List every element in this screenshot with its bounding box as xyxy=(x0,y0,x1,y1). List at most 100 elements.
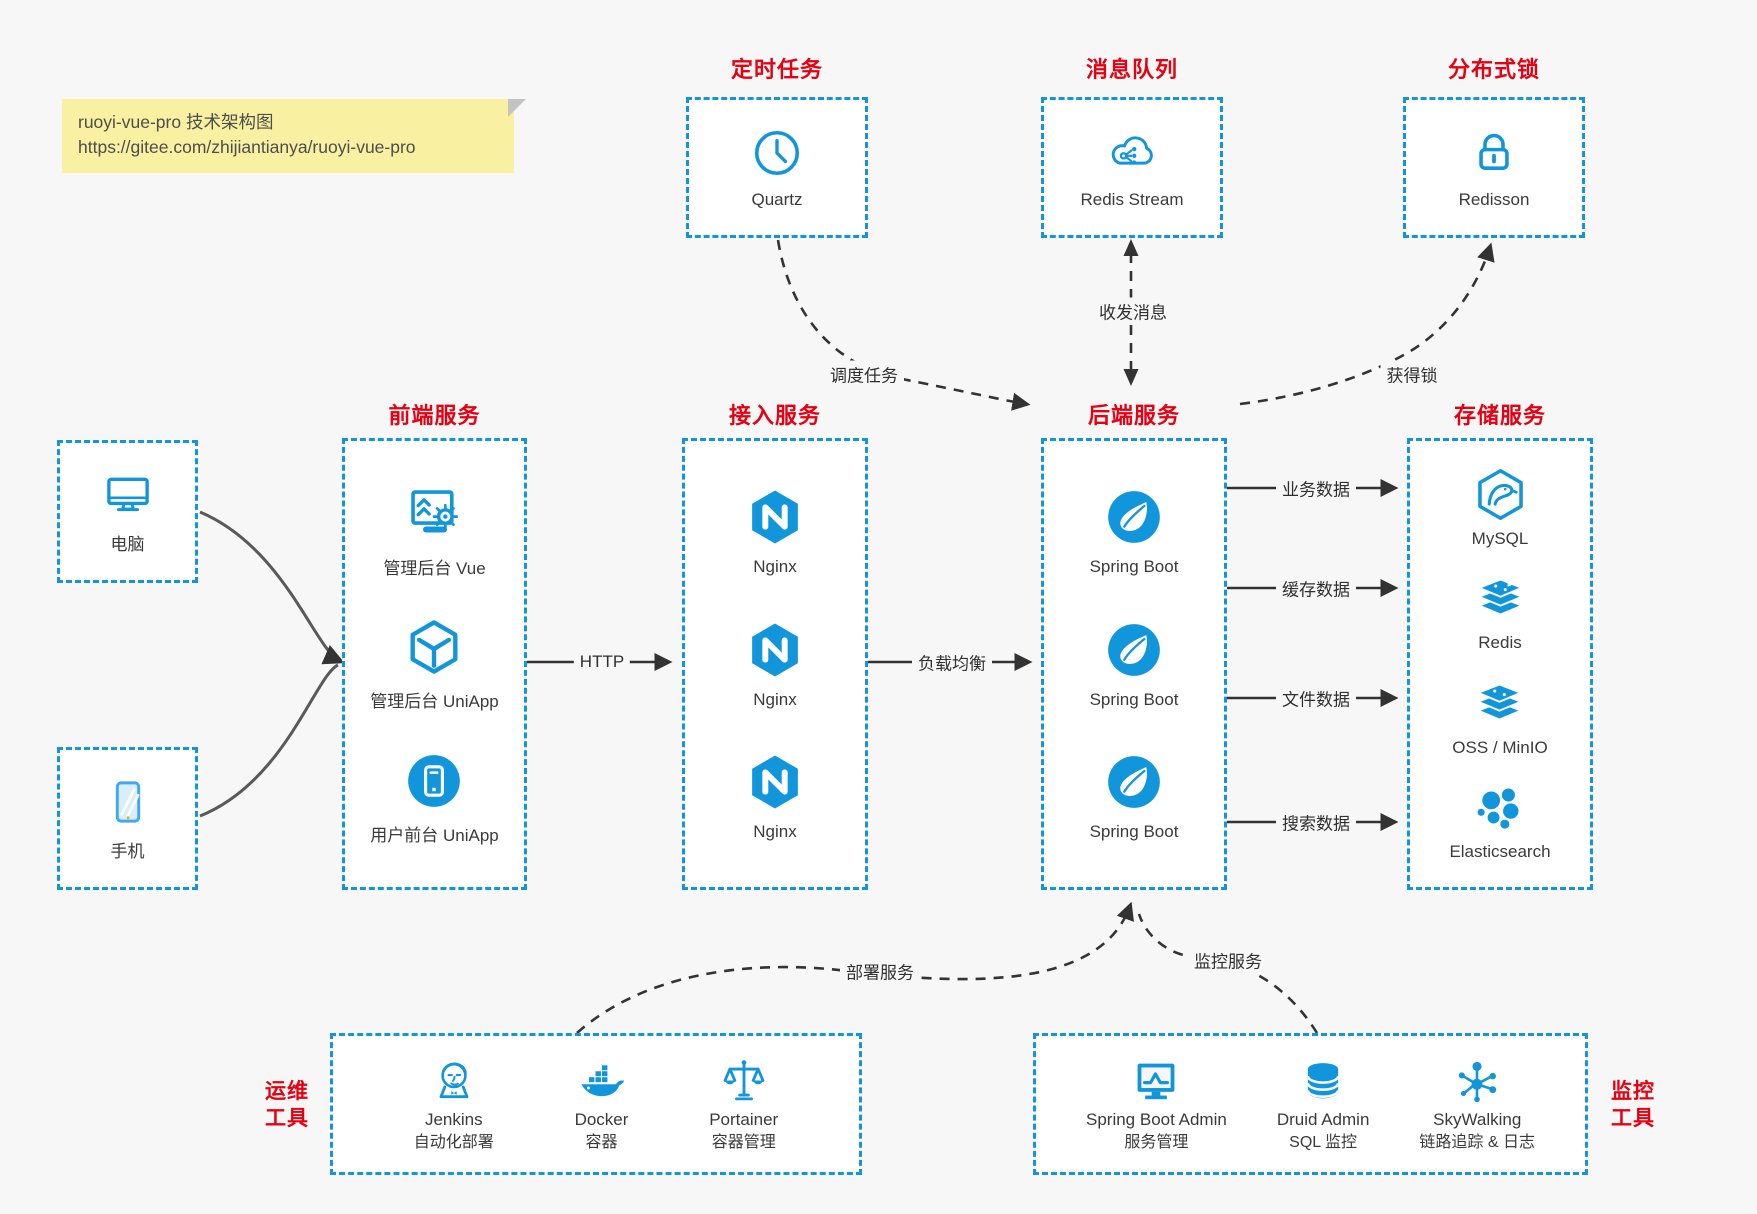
tool-desc: SQL 监控 xyxy=(1289,1133,1358,1151)
tool-name: Spring Boot Admin xyxy=(1086,1109,1227,1129)
admin-vue-icon xyxy=(410,489,458,532)
gateway-box: Nginx Nginx Nginx xyxy=(682,438,868,890)
redis-icon xyxy=(1477,578,1523,616)
edge-label-http: HTTP xyxy=(573,651,631,673)
mobile-client-box: 手机 xyxy=(57,747,198,890)
tool-name: Docker xyxy=(574,1109,629,1129)
spring-boot-icon xyxy=(1108,623,1160,676)
title-ops-line2: 工具 xyxy=(265,1107,309,1130)
frontend-item-user-uniapp: 用户前台 UniApp xyxy=(370,750,499,846)
backend-item-label: Spring Boot xyxy=(1089,557,1179,577)
tool-item-portainer: Portainer 容器管理 xyxy=(709,1055,778,1154)
redis-stream-box: Redis Stream xyxy=(1041,97,1223,238)
nginx-icon xyxy=(752,490,798,544)
tool-item-skywalking: SkyWalking 链路追踪 & 日志 xyxy=(1419,1055,1535,1154)
cloud-stream-icon xyxy=(1111,135,1153,165)
edge-label-business-data: 业务数据 xyxy=(1276,474,1356,502)
edge-label-file-data: 文件数据 xyxy=(1276,684,1356,712)
tool-item-spring-boot-admin: Spring Boot Admin 服务管理 xyxy=(1086,1055,1227,1154)
title-scheduled-tasks: 定时任务 xyxy=(730,57,823,82)
backend-item-spring-1: Spring Boot xyxy=(1089,486,1179,577)
backend-box: Spring Boot Spring Boot Spring Boot xyxy=(1041,438,1227,890)
tool-name: Druid Admin xyxy=(1276,1109,1370,1129)
edge-label-messaging: 收发消息 xyxy=(1093,297,1173,325)
storage-item-redis: Redis xyxy=(1472,570,1529,653)
edge-label-acquire-lock: 获得锁 xyxy=(1380,360,1444,388)
gateway-item-label: Nginx xyxy=(753,821,797,841)
smartphone-icon xyxy=(115,781,140,823)
user-app-icon xyxy=(408,754,461,807)
frontend-item-label: 管理后台 UniApp xyxy=(370,692,499,711)
note-title: ruoyi-vue-pro 技术架构图 xyxy=(78,112,274,132)
edge-label-search-data: 搜索数据 xyxy=(1276,808,1356,836)
title-ops-tools: 运维 工具 xyxy=(256,1078,318,1132)
edge-monitor xyxy=(1137,913,1319,1034)
title-backend: 后端服务 xyxy=(1087,403,1180,428)
backend-item-spring-2: Spring Boot xyxy=(1089,619,1179,710)
storage-box: MySQL Redis xyxy=(1407,438,1593,890)
title-distributed-lock: 分布式锁 xyxy=(1447,57,1540,82)
edge-acquire-lock xyxy=(1239,242,1495,406)
monitoring-tools-box: Spring Boot Admin 服务管理 Druid Admin SQL 监… xyxy=(1033,1033,1588,1175)
tool-item-docker: Docker 容器 xyxy=(574,1055,629,1154)
edge-mobile-to-frontend xyxy=(199,663,339,818)
spring-boot-admin-icon xyxy=(1137,1063,1175,1099)
quartz-box: Quartz xyxy=(686,97,868,238)
edge-schedule xyxy=(776,239,1031,411)
edge-label-load-balance: 负载均衡 xyxy=(912,648,992,676)
title-monitoring-line2: 工具 xyxy=(1611,1107,1655,1130)
desktop-icon xyxy=(106,477,149,512)
nginx-icon xyxy=(752,755,798,809)
storage-item-label: Redis xyxy=(1478,633,1522,653)
sticky-note: ruoyi-vue-pro 技术架构图 https://gitee.com/zh… xyxy=(62,99,526,173)
storage-item-label: Elasticsearch xyxy=(1449,841,1551,861)
title-message-queue: 消息队列 xyxy=(1085,57,1178,82)
tool-desc: 服务管理 xyxy=(1124,1133,1189,1151)
tool-name: Jenkins xyxy=(424,1109,483,1129)
pc-label: 电脑 xyxy=(110,535,145,554)
gateway-item-nginx-2: Nginx xyxy=(744,619,806,710)
title-gateway: 接入服务 xyxy=(728,403,821,428)
frontend-box: 管理后台 Vue 管理后台 UniApp 用户前台 UniApp xyxy=(342,438,527,890)
ops-tools-box: Jenkins 自动化部署 Docker 容器 xyxy=(330,1033,862,1175)
tool-name: SkyWalking xyxy=(1433,1109,1522,1129)
spring-boot-icon xyxy=(1108,755,1160,808)
skywalking-icon xyxy=(1459,1061,1497,1102)
frontend-item-label: 用户前台 UniApp xyxy=(370,825,499,845)
uniapp-cube-icon xyxy=(410,620,458,674)
quartz-label: Quartz xyxy=(751,189,803,209)
storage-item-oss-minio: OSS / MinIO xyxy=(1452,675,1548,758)
tool-item-jenkins: Jenkins 自动化部署 xyxy=(414,1055,494,1154)
frontend-item-admin-uniapp: 管理后台 UniApp xyxy=(370,616,499,712)
gateway-item-nginx-3: Nginx xyxy=(744,751,806,842)
edge-label-schedule: 调度任务 xyxy=(824,360,904,388)
storage-item-label: OSS / MinIO xyxy=(1452,737,1548,757)
title-storage: 存储服务 xyxy=(1453,403,1546,428)
clock-icon xyxy=(754,130,800,175)
edge-label-cache-data: 缓存数据 xyxy=(1276,574,1356,602)
redisson-box: Redisson xyxy=(1403,97,1585,238)
tool-item-druid-admin: Druid Admin SQL 监控 xyxy=(1276,1055,1370,1154)
edge-label-monitor: 监控服务 xyxy=(1188,946,1268,974)
title-monitoring-line1: 监控 xyxy=(1611,1080,1655,1103)
storage-item-label: MySQL xyxy=(1471,529,1529,549)
mobile-label: 手机 xyxy=(110,842,145,861)
title-frontend: 前端服务 xyxy=(388,403,481,428)
nginx-icon xyxy=(752,623,798,676)
title-ops-line1: 运维 xyxy=(265,1080,309,1103)
note-url: https://gitee.com/zhijiantianya/ruoyi-vu… xyxy=(78,137,416,157)
note-fold-corner xyxy=(508,99,526,117)
edge-pc-to-frontend xyxy=(199,510,345,665)
title-monitoring-tools: 监控 工具 xyxy=(1602,1078,1664,1132)
storage-item-elasticsearch: Elasticsearch xyxy=(1449,779,1551,862)
docker-icon xyxy=(580,1064,624,1096)
redis-stream-label: Redis Stream xyxy=(1080,189,1184,209)
portainer-icon xyxy=(723,1059,765,1100)
edge-label-deploy: 部署服务 xyxy=(840,957,920,985)
elasticsearch-icon xyxy=(1478,788,1519,829)
backend-item-label: Spring Boot xyxy=(1089,689,1179,709)
mysql-icon xyxy=(1477,469,1523,521)
backend-item-spring-3: Spring Boot xyxy=(1090,751,1178,842)
storage-item-mysql: MySQL xyxy=(1472,466,1529,549)
